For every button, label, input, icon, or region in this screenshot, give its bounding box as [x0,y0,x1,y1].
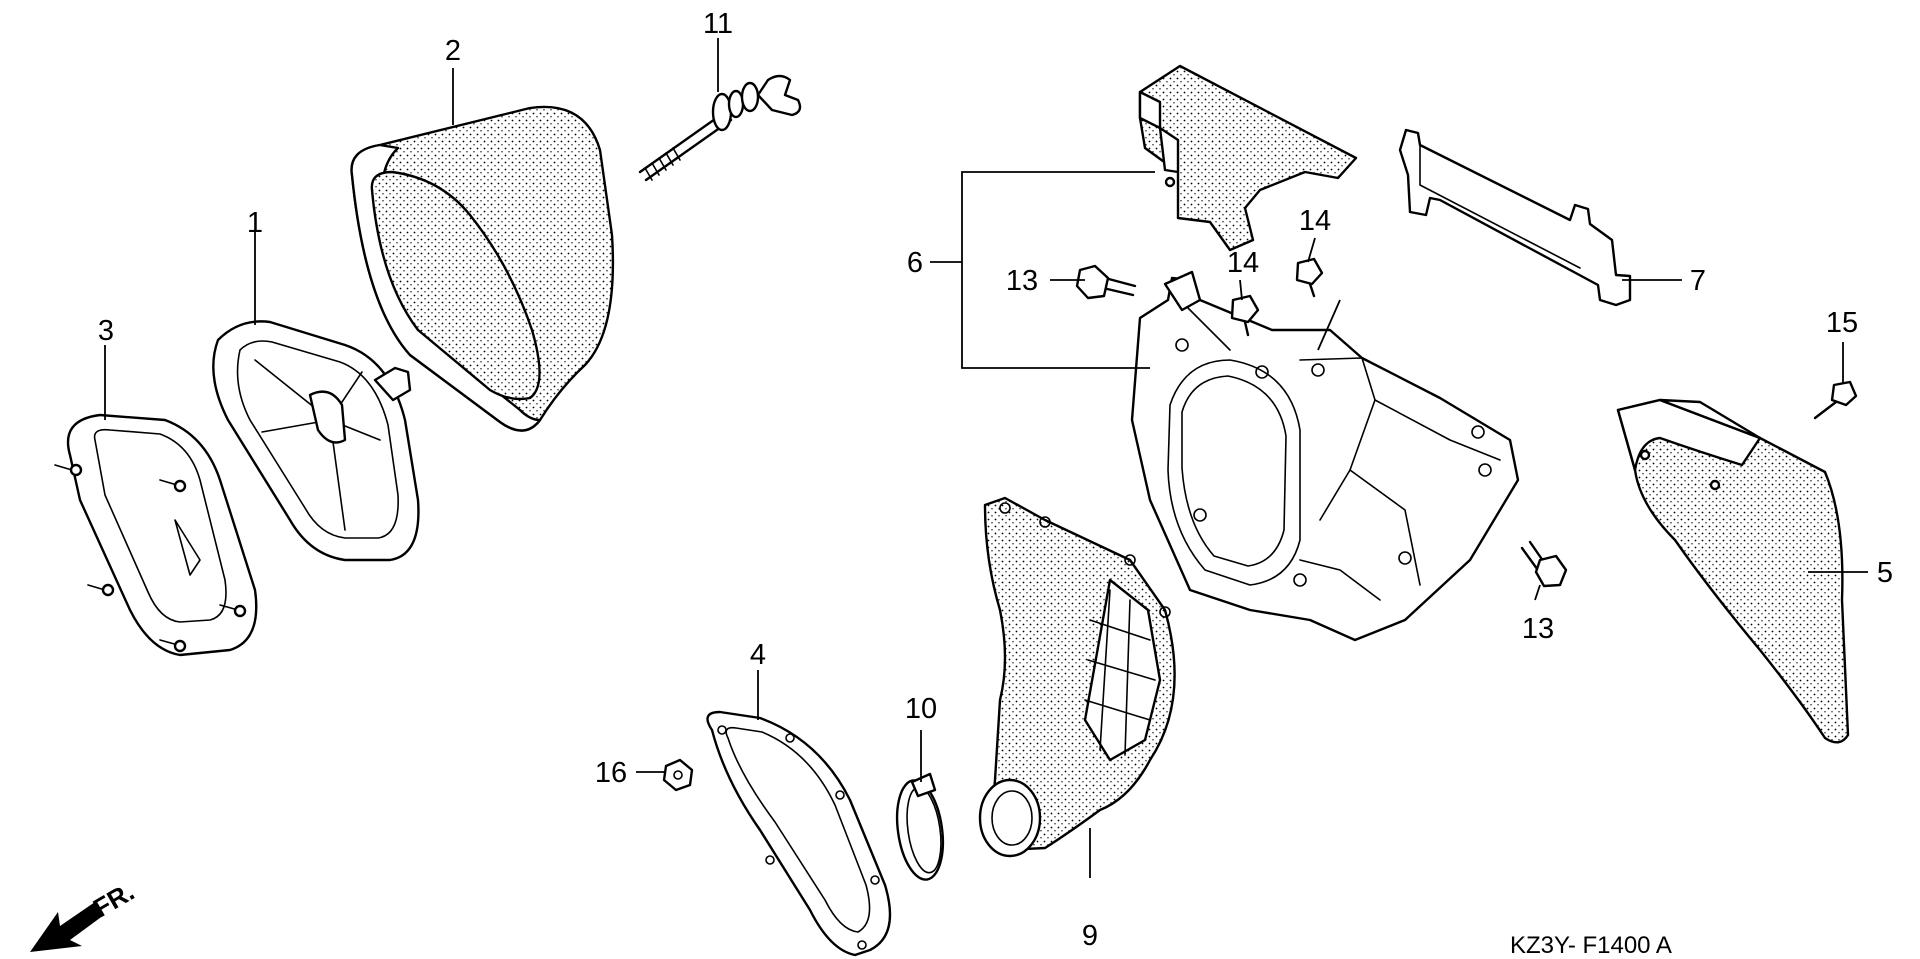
part-16-nut [662,758,694,792]
callout-11: 11 [703,8,733,40]
part-10-clamp-band [895,772,945,881]
callout-10: 10 [905,693,937,725]
part-13-bolt-upper [1075,264,1137,300]
part-13-bolt-lower [1520,540,1568,588]
front-direction-arrow: FR. [30,876,139,952]
part-5-rear-guard [1616,398,1850,744]
part-3-base-plate [54,413,258,657]
callout-9: 9 [1082,920,1098,952]
part-4-gasket [706,710,892,957]
callout-14-right: 14 [1299,205,1331,237]
diagram-code: KZ3Y- F1400 A [1510,932,1672,959]
callout-2: 2 [445,35,461,67]
part-15-screw [1813,380,1858,420]
callout-numbers: 1 2 3 4 5 6 7 9 10 11 13 13 14 14 15 16 [98,8,1893,952]
part-14-screw-left [1230,294,1260,337]
part-14-screw-right [1295,257,1324,298]
callout-13-lower: 13 [1522,613,1554,645]
part-9-intake-tube [978,496,1176,858]
callout-5: 5 [1877,557,1893,589]
part-1-filter-cage [212,320,420,562]
callout-14-left: 14 [1227,247,1259,279]
callout-4: 4 [750,639,766,671]
part-11-wing-bolt [638,74,802,182]
callout-3: 3 [98,315,114,347]
part-7-bracket-strap [1398,128,1632,307]
callout-15: 15 [1826,307,1858,339]
callout-6: 6 [907,247,923,279]
callout-13-upper: 13 [1006,265,1038,297]
callout-7: 7 [1690,265,1706,297]
callout-1: 1 [247,207,263,239]
part-6-air-box [1130,270,1520,642]
part-2-foam-element [350,105,615,432]
part-6-top-cover [1138,64,1358,252]
callout-16: 16 [595,757,627,789]
leader-lines [104,38,1868,878]
